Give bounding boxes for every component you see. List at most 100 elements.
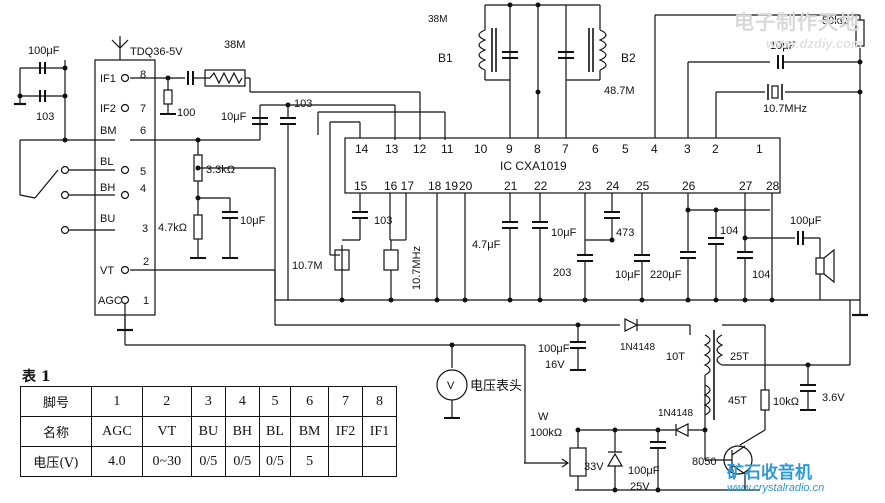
label: 10.7MHz	[763, 103, 807, 115]
label: 203	[553, 267, 571, 279]
module-pin-name: VT	[100, 265, 114, 277]
module-pin-name: IF2	[100, 103, 116, 115]
module-pin-num: 3	[142, 223, 148, 235]
label: 103	[374, 215, 392, 227]
table-header-cell: 电压(V)	[20, 446, 92, 477]
label: 104	[752, 269, 770, 281]
label: 48.7M	[604, 85, 635, 97]
meter-label: 电压表头	[470, 378, 522, 393]
ic-pin: 27	[739, 179, 753, 193]
pot-wiper-icon	[561, 458, 570, 468]
ic-pin: 13	[385, 142, 399, 156]
wires	[14, 4, 868, 491]
table-cell: BM	[290, 416, 330, 447]
module-pin-name: BH	[100, 182, 115, 194]
ic-pin: 12	[413, 142, 427, 156]
ic-pin: 5	[622, 142, 629, 156]
label: 25T	[730, 351, 749, 363]
module-pin-name: BM	[100, 125, 117, 137]
table-row: 脚号 1 2 3 4 5 6 7 8	[20, 386, 398, 417]
speaker-icon	[823, 248, 835, 284]
label: 10kΩ	[773, 396, 799, 408]
watermark-top-url: www.dzdiy.com	[766, 36, 863, 51]
ic-pin: 18 19	[428, 179, 458, 193]
module-label: TDQ36-5V	[130, 46, 183, 58]
ic-pin: 22	[534, 179, 548, 193]
label: B1	[438, 51, 453, 65]
watermark-bottom-url: www.crystalradio.cn	[727, 482, 825, 494]
label: W	[538, 411, 549, 423]
table-cell: 0/5	[224, 446, 260, 477]
table-cell: 7	[328, 386, 363, 417]
table-cell: 0/5	[190, 446, 226, 477]
ic-pin: 24	[606, 179, 620, 193]
transformer-primary-icon	[703, 334, 711, 376]
label: 10μF	[240, 215, 266, 227]
table-cell: 5	[290, 446, 330, 477]
label: 16V	[545, 359, 565, 371]
antenna-icon	[111, 36, 129, 49]
label: 33V	[584, 461, 604, 473]
label: 10.7MHz	[411, 246, 423, 290]
junction-dots	[17, 2, 863, 493]
table-cell: VT	[141, 416, 192, 447]
table-cell: 0~30	[141, 446, 192, 477]
module-pin-num: 8	[140, 69, 146, 81]
table-cell: 5	[258, 386, 292, 417]
table-title: 表 1	[22, 369, 51, 385]
watermark-top: 电子制作天地	[734, 10, 860, 34]
module-pin-name: IF1	[100, 73, 116, 85]
diode-1n4148-b-icon	[674, 423, 689, 437]
inductor-38m-icon	[209, 71, 243, 85]
table-cell: BU	[190, 416, 226, 447]
ic-pin: 8	[534, 142, 541, 156]
ic-pin: 14	[355, 142, 369, 156]
ic-pin: 3	[684, 142, 691, 156]
table-cell: 4	[224, 386, 260, 417]
label: 8050	[692, 456, 716, 468]
module-pin-num: 5	[140, 166, 146, 178]
ic-pin: 4	[651, 142, 658, 156]
module-pin-num: 4	[140, 183, 146, 195]
label: 100μF	[628, 465, 660, 477]
label: 103	[294, 98, 312, 110]
module-pin-name: AGC	[98, 295, 122, 307]
table-cell: BL	[258, 416, 292, 447]
label: 10μF	[221, 111, 247, 123]
ic-pin: 16 17	[384, 179, 414, 193]
label: 4.7kΩ	[158, 222, 187, 234]
pin-voltage-table: 脚号 1 2 3 4 5 6 7 8 名称 AGC VT BU BH BL BM…	[20, 386, 398, 477]
meter-symbol: V	[447, 380, 455, 392]
ic-pin: 20	[459, 179, 473, 193]
ic-pin: 25	[636, 179, 650, 193]
label: 100μF	[790, 215, 822, 227]
ic-pin: 7	[562, 142, 569, 156]
ic-pin: 26	[682, 179, 696, 193]
table-cell: BH	[224, 416, 260, 447]
label: 1N4148	[658, 408, 693, 419]
zener-33v-icon	[606, 451, 624, 467]
label: 10μF	[551, 227, 577, 239]
label: 104	[720, 225, 738, 237]
table-row: 名称 AGC VT BU BH BL BM IF2 IF1	[20, 416, 398, 447]
label: 3.6V	[822, 392, 845, 404]
label: 50kΩ	[822, 15, 848, 27]
ic-pin: 1	[756, 142, 763, 156]
label: 38M	[428, 14, 447, 25]
label: 103	[36, 111, 54, 123]
label: 220μF	[650, 269, 682, 281]
label: 38M	[224, 39, 245, 51]
ic-pin: 21	[504, 179, 518, 193]
label: 10T	[666, 351, 685, 363]
table-cell: 1	[91, 386, 143, 417]
label: 10.7M	[292, 260, 323, 272]
ic-pin: 2	[712, 142, 719, 156]
coil-b1-icon	[478, 29, 487, 71]
table-cell: 0/5	[258, 446, 292, 477]
module-pin-num: 1	[143, 295, 149, 307]
label: 4.7μF	[472, 239, 501, 251]
module-pin-name: BU	[100, 213, 115, 225]
table-cell: AGC	[91, 416, 143, 447]
